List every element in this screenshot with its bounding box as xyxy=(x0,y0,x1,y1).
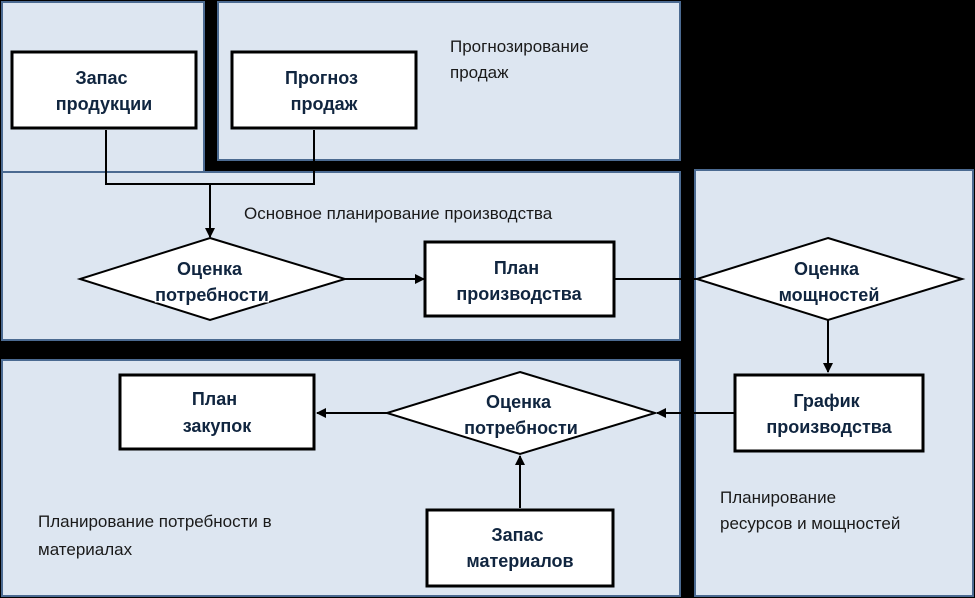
master-planning-label: Основное планирование производства xyxy=(244,204,553,223)
node-material-stock: Запас материалов xyxy=(425,508,615,588)
production-schedule-label-line1: График xyxy=(793,391,860,411)
demand-assessment-2-label-line1: Оценка xyxy=(486,392,552,412)
node-demand-assessment-2: Оценка потребности xyxy=(383,370,659,456)
purchase-plan-label: План закупок xyxy=(183,389,253,436)
purchase-plan-box xyxy=(118,373,316,451)
purchase-plan-label-line1: План xyxy=(192,389,237,409)
resource-planning-label: Планирование ресурсов и мощностей xyxy=(720,488,900,533)
forecasting-label-line1: Прогнозирование xyxy=(450,37,589,56)
connector-sales-forecast-down xyxy=(210,130,315,185)
capacity-assessment-label-line1: Оценка xyxy=(794,259,860,279)
demand-assessment-2-label: Оценка потребности xyxy=(464,392,578,438)
node-production-plan: План производства xyxy=(423,240,616,318)
demand-assessment-1-label-line2: потребности xyxy=(155,285,269,305)
production-plan-label-line2: производства xyxy=(456,284,582,304)
forecasting-label-line2: продаж xyxy=(450,63,509,82)
node-sales-forecast: Прогноз продаж xyxy=(230,50,418,130)
resource-planning-label-line1: Планирование xyxy=(720,488,836,507)
product-stock-box xyxy=(10,50,198,130)
material-stock-label-line1: Запас xyxy=(491,525,543,545)
production-schedule-label-line2: производства xyxy=(766,417,892,437)
capacity-assessment-diamond xyxy=(693,236,966,322)
node-product-stock: Запас продукции xyxy=(10,50,198,130)
material-planning-label: Планирование потребности в материалах xyxy=(38,512,276,559)
capacity-assessment-label-line2: мощностей xyxy=(779,285,880,305)
material-planning-label-line2: материалах xyxy=(38,540,133,559)
purchase-plan-label-line2: закупок xyxy=(183,416,253,436)
demand-assessment-1-diamond xyxy=(76,236,349,322)
material-stock-label: Запас материалов xyxy=(466,525,573,571)
production-plan-label-line1: План xyxy=(494,258,539,278)
sales-forecast-label-line2: продаж xyxy=(291,94,358,114)
material-stock-box xyxy=(425,508,615,588)
sales-forecast-label-line1: Прогноз xyxy=(285,68,358,88)
capacity-assessment-label: Оценка мощностей xyxy=(779,259,880,305)
demand-assessment-1-label-line1: Оценка xyxy=(177,259,243,279)
demand-assessment-2-label-line2: потребности xyxy=(464,418,578,438)
production-plan-box xyxy=(423,240,616,318)
demand-assessment-1-label: Оценка потребности xyxy=(155,259,269,305)
sales-forecast-label: Прогноз продаж xyxy=(285,68,363,114)
node-capacity-assessment: Оценка мощностей xyxy=(693,236,966,322)
product-stock-label-line1: Запас xyxy=(75,68,127,88)
node-production-schedule: График производства xyxy=(733,373,925,453)
sales-forecast-box xyxy=(230,50,418,130)
node-demand-assessment-1: Оценка потребности xyxy=(76,236,349,322)
material-planning-label-line1: Планирование потребности в xyxy=(38,512,272,531)
demand-assessment-2-diamond xyxy=(383,370,659,456)
product-stock-label: Запас продукции xyxy=(56,68,153,114)
forecasting-label: Прогнозирование продаж xyxy=(450,37,594,82)
production-plan-label: План производства xyxy=(456,258,582,304)
product-stock-label-line2: продукции xyxy=(56,94,153,114)
production-schedule-box xyxy=(733,373,925,453)
node-purchase-plan: План закупок xyxy=(118,373,316,451)
material-stock-label-line2: материалов xyxy=(466,551,573,571)
resource-planning-label-line2: ресурсов и мощностей xyxy=(720,514,900,533)
production-schedule-label: График производства xyxy=(766,391,892,437)
connector-product-stock-down xyxy=(105,130,210,185)
